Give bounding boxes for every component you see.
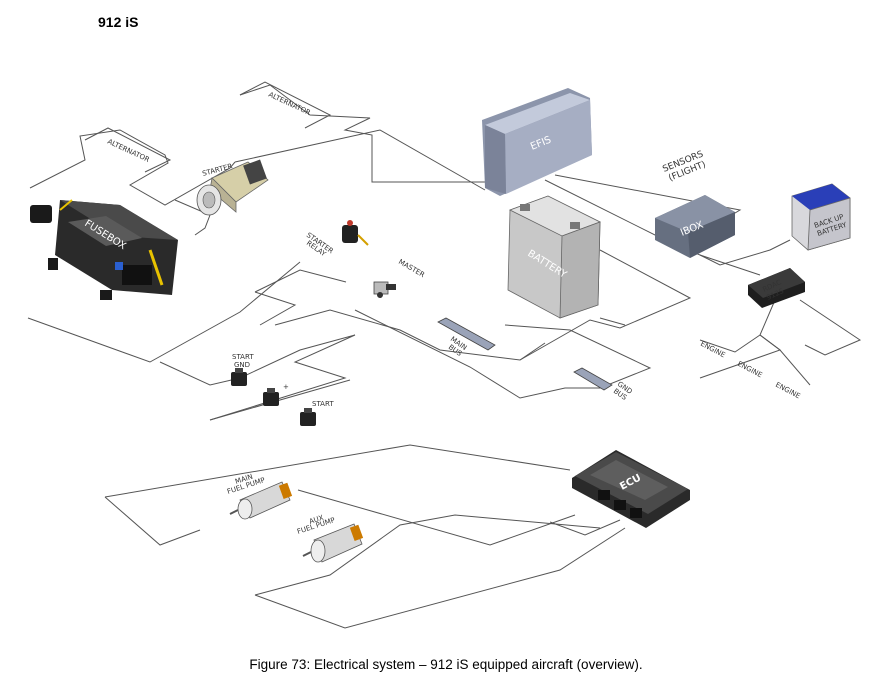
sensors-box: SENSORS (FLIGHT) IBOX	[655, 149, 735, 258]
fusebox: FUSEBOX	[30, 199, 178, 300]
start-gnd-switch: START GND	[231, 353, 254, 386]
efis-display: EFIS	[482, 88, 592, 196]
main-fuel-pump: MAIN FUEL PUMP	[226, 473, 293, 520]
engine-label-2: ENGINE	[736, 360, 763, 380]
start-label: START	[312, 400, 334, 408]
aux-fuel-pump: AUX FUEL PUMP	[296, 514, 364, 563]
main-battery: BATTERY	[507, 195, 602, 319]
master-label: MASTER	[397, 258, 426, 279]
plus-label: +	[283, 383, 289, 391]
engine-label-1: ENGINE	[699, 340, 726, 360]
starter-relay: STARTER RELAY	[305, 220, 369, 259]
page-title: 912 iS	[98, 14, 139, 30]
alternator-tag-upper: ALTERNATOR	[239, 81, 332, 129]
ecu-unit: ECU	[572, 450, 690, 528]
gnd-bus-bar: GND BUS	[573, 367, 634, 402]
plus-switch: +	[263, 383, 289, 406]
main-bus-bar: MAIN BUS	[437, 317, 496, 358]
rdac-unit: RDAC 912S	[748, 268, 805, 308]
backup-battery: BACK UP BATTERY	[791, 183, 851, 251]
wiring-harness	[27, 84, 862, 629]
electrical-diagram: ALTERNATOR ALTERNATOR FUSEBOX STARTER ST…	[27, 81, 862, 629]
engine-tags: ENGINE ENGINE ENGINE	[699, 340, 801, 401]
starter-motor: STARTER	[196, 159, 269, 216]
engine-label-3: ENGINE	[774, 381, 801, 401]
figure-caption: Figure 73: Electrical system – 912 iS eq…	[249, 657, 643, 672]
start-switch: START	[300, 400, 334, 426]
master-switch: MASTER	[373, 258, 426, 298]
start-gnd-label-1: START	[232, 353, 254, 361]
start-gnd-label-2: GND	[234, 361, 250, 369]
alternator-label-lower: ALTERNATOR	[106, 138, 151, 165]
